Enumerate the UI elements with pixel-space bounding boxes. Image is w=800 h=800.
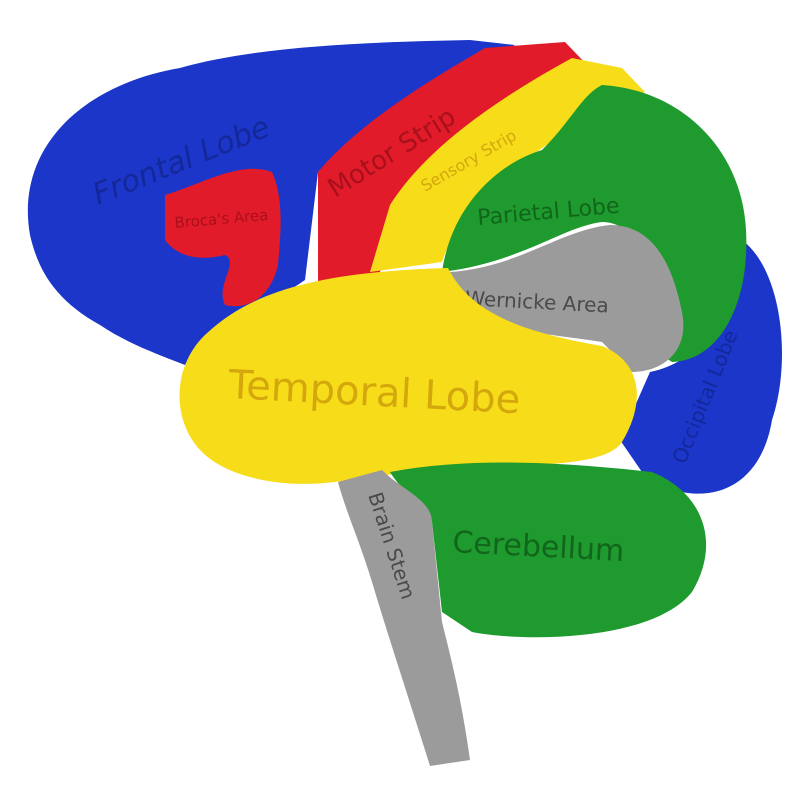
brocas-area-piece: Broca's Area <box>165 168 281 307</box>
temporal-lobe-piece: Temporal Lobe <box>179 268 637 484</box>
cerebellum-piece: Cerebellum <box>390 462 707 638</box>
brain-stem-piece: Brain Stem <box>338 470 470 766</box>
